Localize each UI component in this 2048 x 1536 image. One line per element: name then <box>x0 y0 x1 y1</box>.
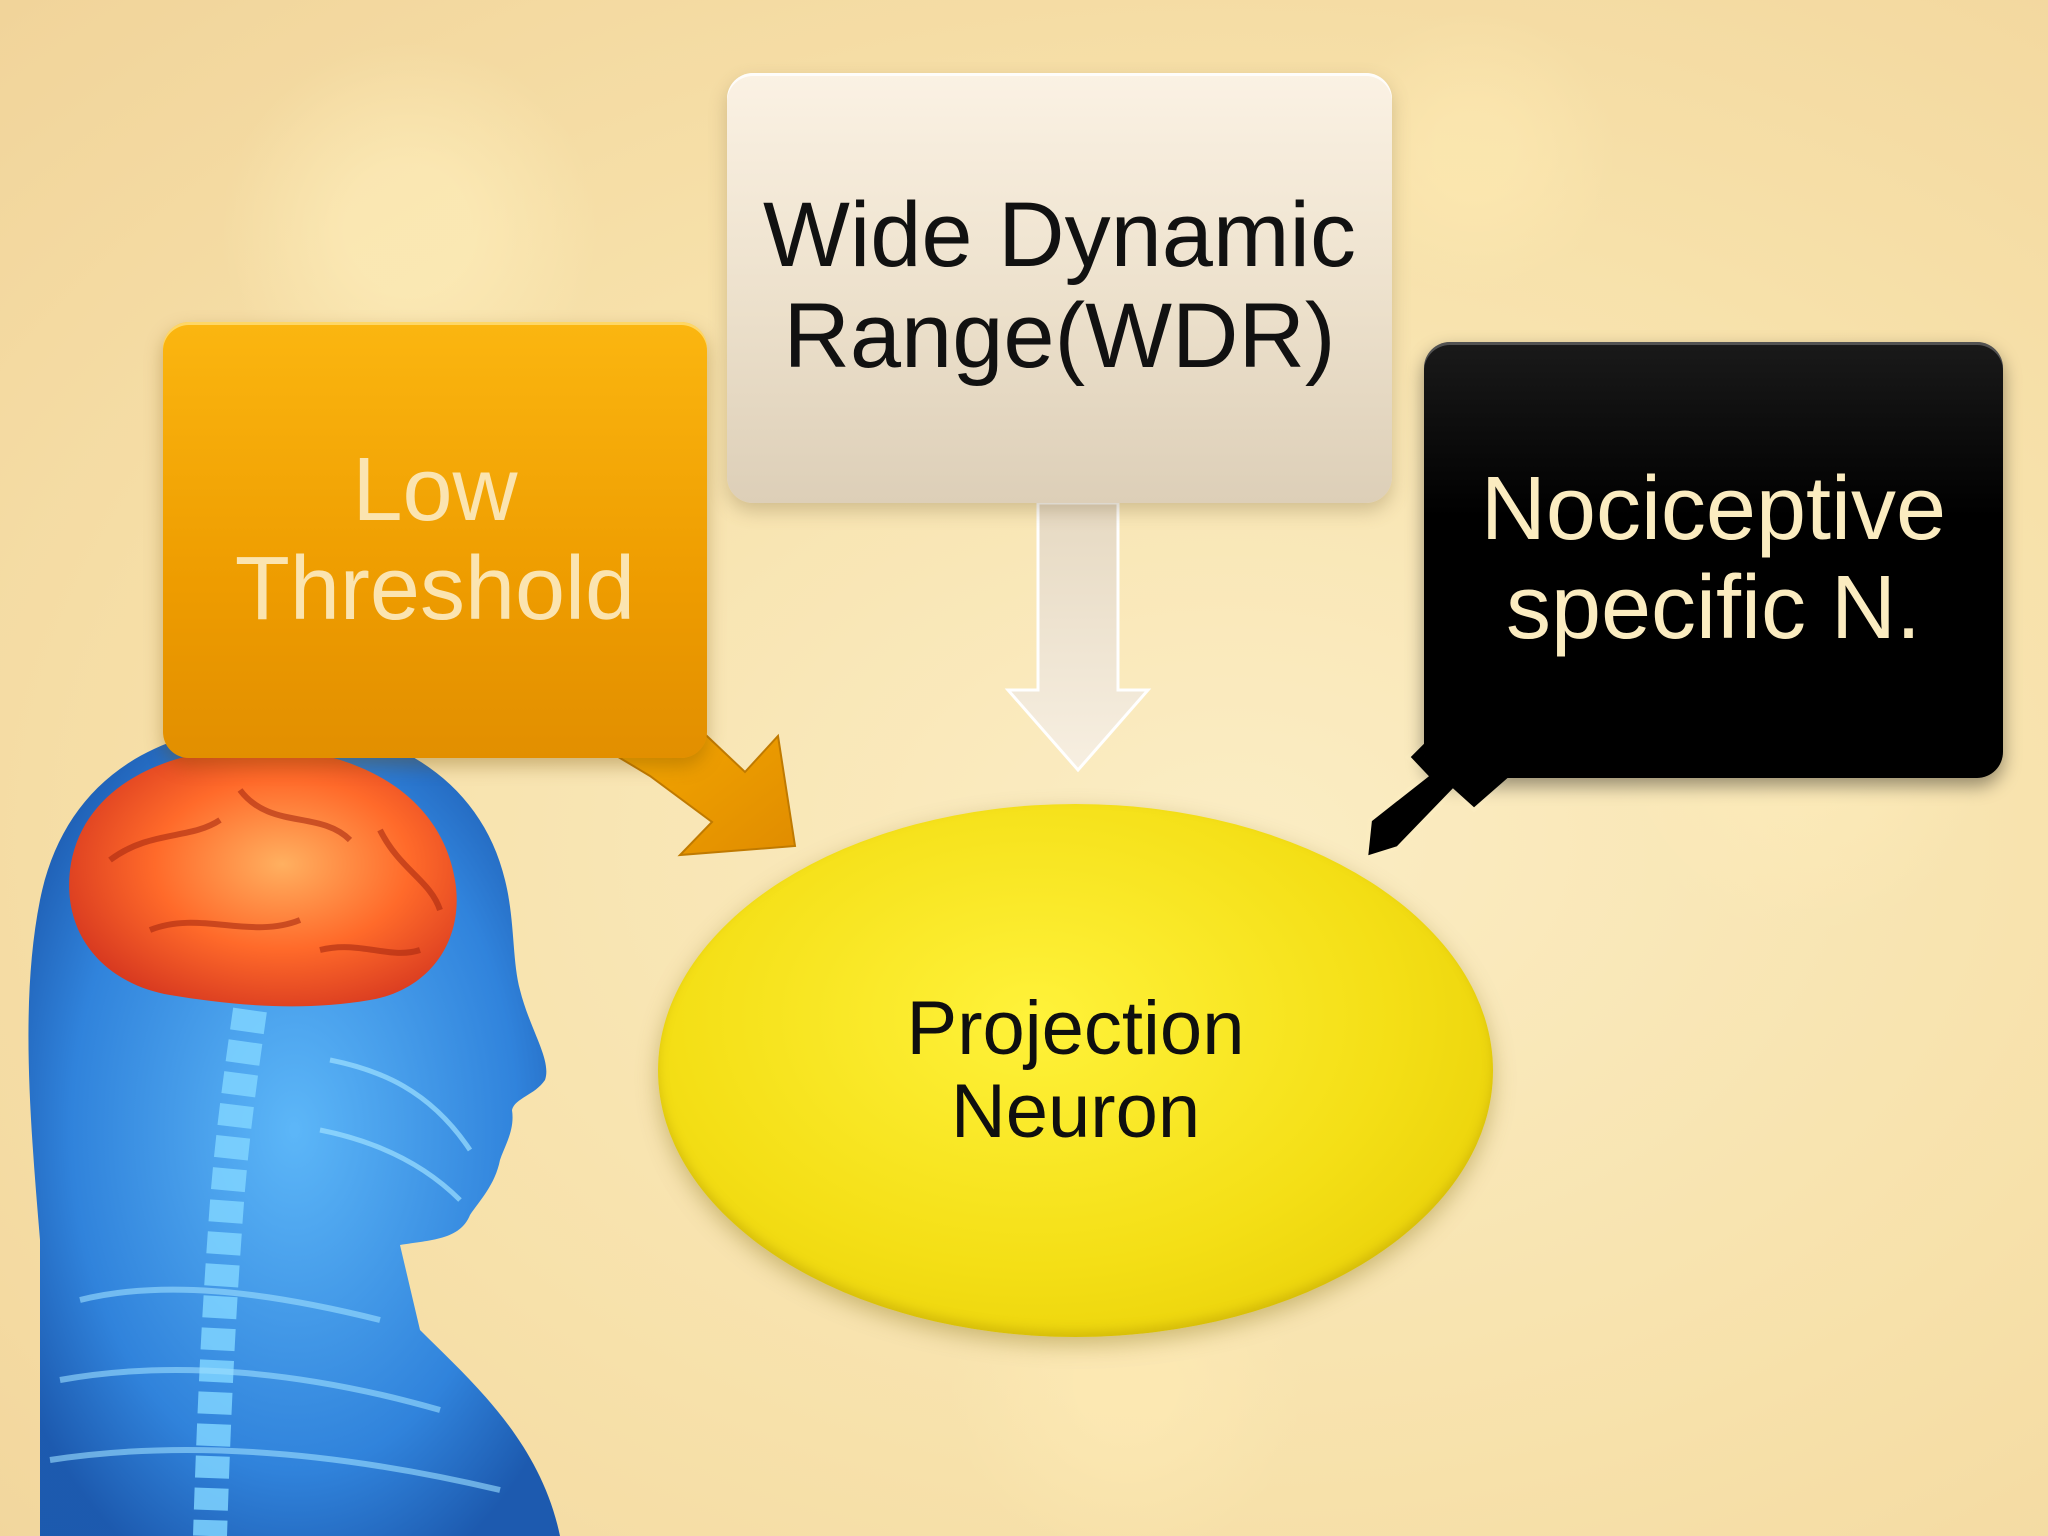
box-wide-dynamic-range: Wide Dynamic Range(WDR) <box>727 73 1392 503</box>
box-nociceptive-label: Nociceptive specific N. <box>1480 459 1947 658</box>
projection-neuron-label: Projection Neuron <box>906 986 1245 1154</box>
spine-shape <box>193 1007 267 1536</box>
arrow-wdr-to-projection <box>1004 501 1152 773</box>
box-low-threshold: Low Threshold <box>163 322 707 758</box>
box-wdr-label: Wide Dynamic Range(WDR) <box>762 184 1356 388</box>
box-low-threshold-label: Low Threshold <box>234 440 636 639</box>
brain-shape <box>69 747 457 1007</box>
box-nociceptive-specific: Nociceptive specific N. <box>1424 342 2003 778</box>
projection-neuron-ellipse: Projection Neuron <box>658 804 1493 1337</box>
